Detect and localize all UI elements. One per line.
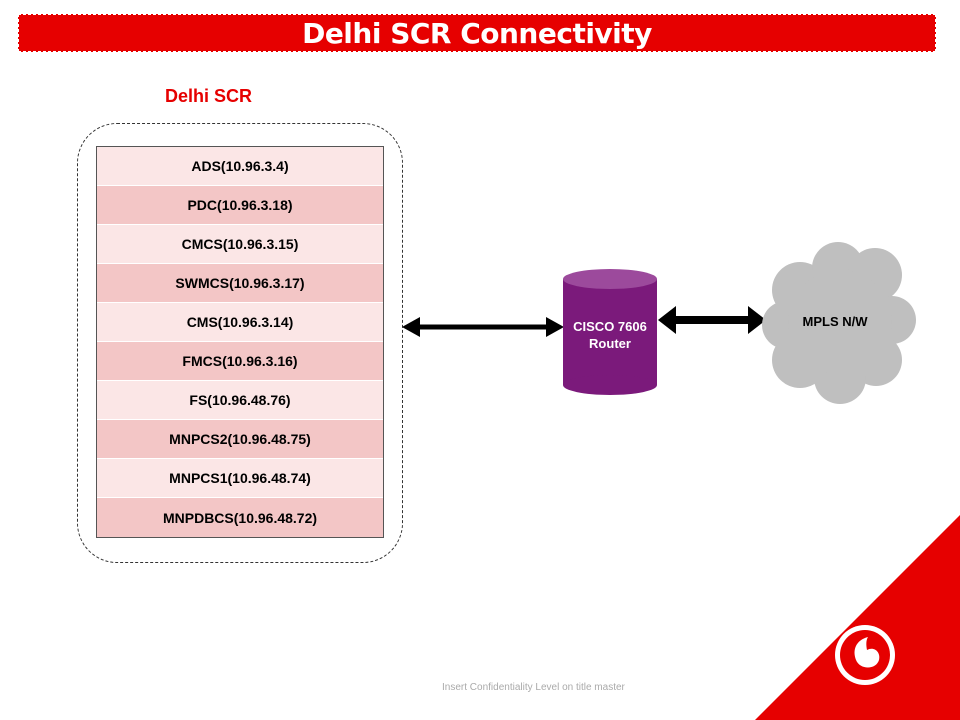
delhi-scr-group-box	[77, 123, 403, 563]
router-label-line1: CISCO 7606	[573, 319, 647, 334]
double-arrow-icon	[658, 306, 766, 334]
cylinder-router-icon	[563, 269, 657, 395]
router-label-line2: Router	[589, 336, 631, 351]
server-row: CMS(10.96.3.14)	[97, 303, 383, 342]
server-row: FMCS(10.96.3.16)	[97, 342, 383, 381]
cloud-label: MPLS N/W	[802, 314, 868, 329]
server-list: ADS(10.96.3.4) PDC(10.96.3.18) CMCS(10.9…	[96, 146, 384, 538]
page-title: Delhi SCR Connectivity	[302, 16, 652, 50]
vodafone-logo-icon	[755, 515, 960, 720]
cloud-icon	[762, 242, 916, 404]
server-row: SWMCS(10.96.3.17)	[97, 264, 383, 303]
title-bar: Delhi SCR Connectivity	[18, 14, 936, 52]
server-row: MNPCS1(10.96.48.74)	[97, 459, 383, 498]
router-label: CISCO 7606 Router	[563, 318, 657, 352]
section-label: Delhi SCR	[165, 86, 253, 106]
double-arrow-icon	[402, 317, 564, 337]
server-row: ADS(10.96.3.4)	[97, 147, 383, 186]
server-row: MNPCS2(10.96.48.75)	[97, 420, 383, 459]
server-row: FS(10.96.48.76)	[97, 381, 383, 420]
server-row: MNPDBCS(10.96.48.72)	[97, 498, 383, 537]
footer-confidentiality-text: Insert Confidentiality Level on title ma…	[442, 682, 625, 693]
server-row: CMCS(10.96.3.15)	[97, 225, 383, 264]
server-row: PDC(10.96.3.18)	[97, 186, 383, 225]
